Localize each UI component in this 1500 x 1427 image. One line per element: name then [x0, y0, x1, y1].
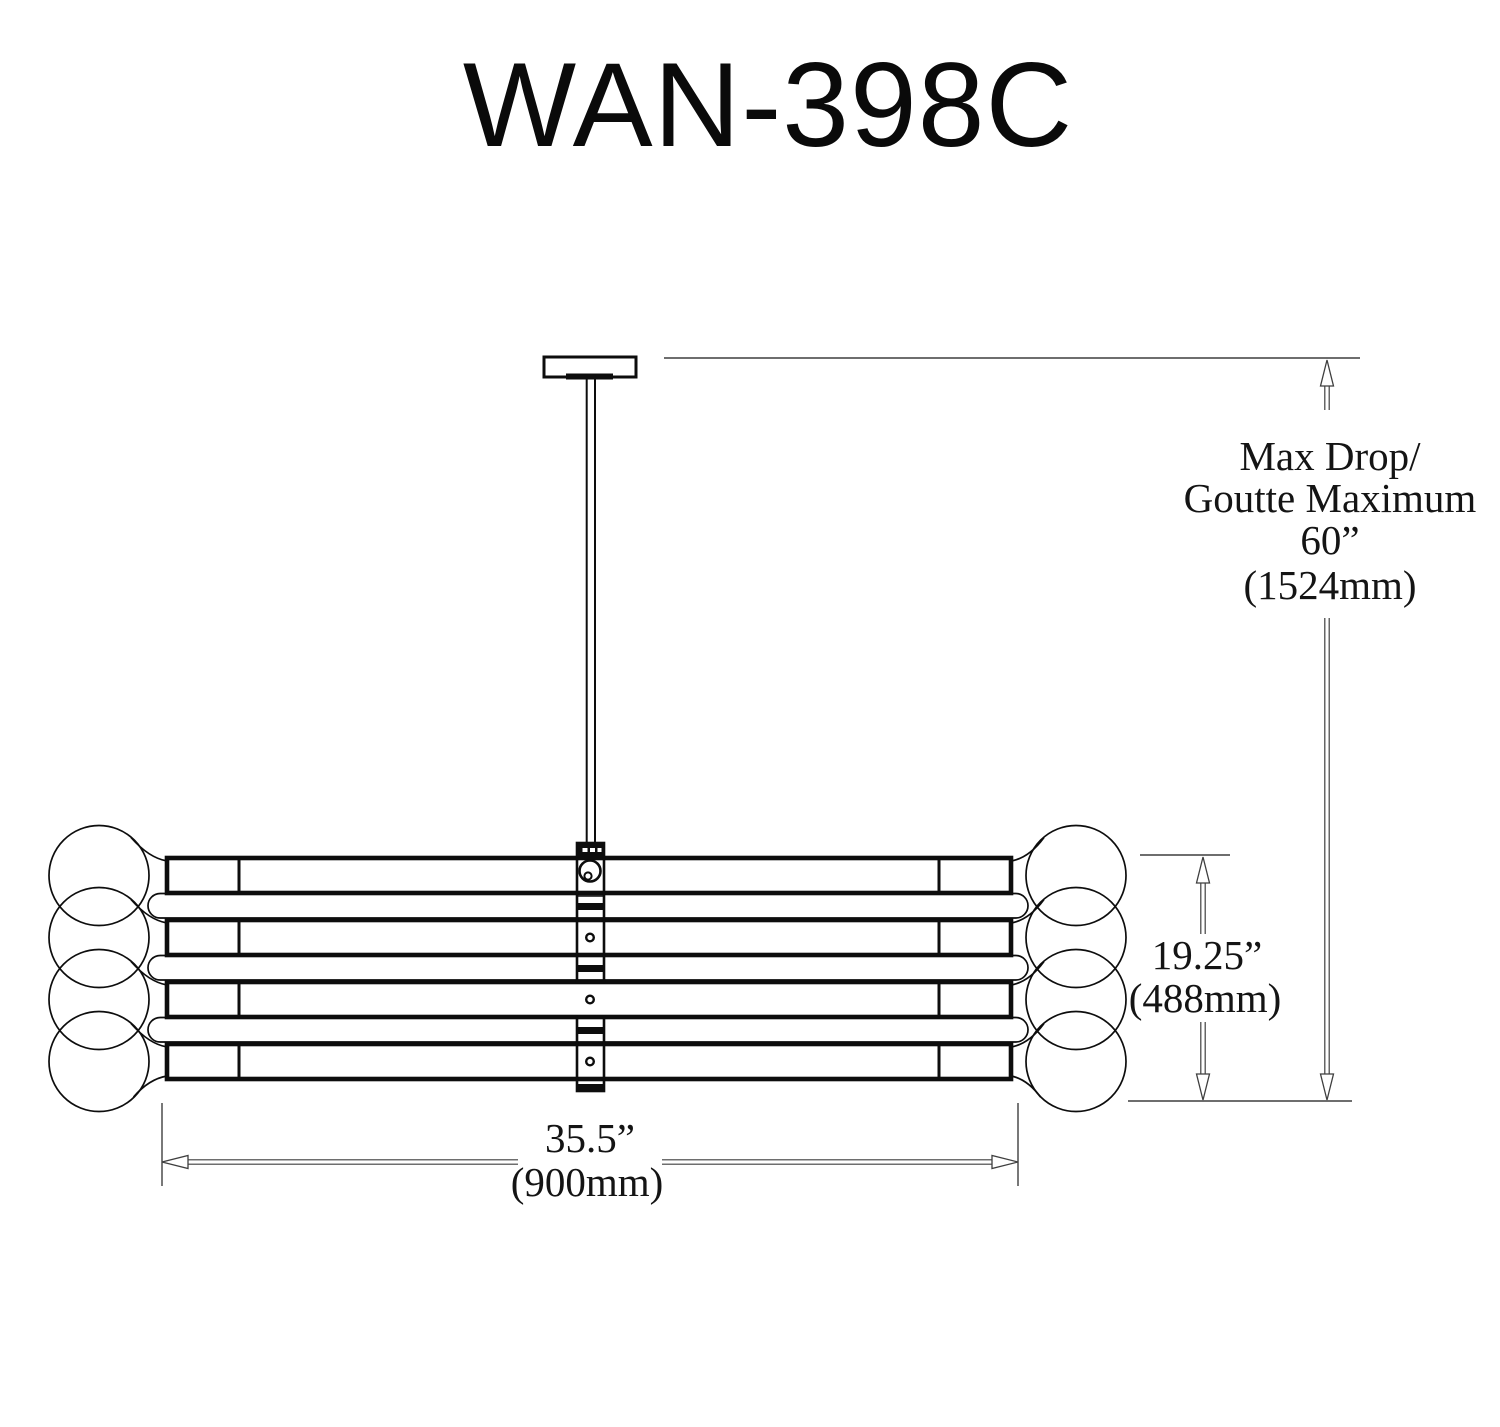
canopy-notch [566, 373, 613, 380]
hub-cap-tick [582, 848, 588, 852]
center-column [575, 841, 606, 1093]
max-drop-label-line4: (1524mm) [1243, 562, 1416, 608]
arrow-down-icon [1319, 1073, 1335, 1101]
glass-globes [48, 824, 1127, 1113]
globe-neck-flares [130, 836, 1045, 1098]
width-dimension: 35.5” (900mm) [161, 1103, 1019, 1205]
globe-left-1 [48, 824, 150, 927]
arrow-right-icon [991, 1154, 1019, 1170]
chandelier-drawing [48, 355, 1127, 1113]
hub-band-1 [577, 903, 604, 910]
width-label-metric: (900mm) [511, 1159, 664, 1205]
height-label-metric: (488mm) [1129, 975, 1282, 1021]
hub-screw-dot [585, 994, 596, 1005]
height-label-inches: 19.25” [1152, 932, 1262, 978]
arm-bar-1 [164, 855, 1014, 896]
arm-bar-3 [164, 979, 1014, 1020]
page-title: WAN-398C [463, 38, 1073, 172]
max-drop-dimension: Max Drop/ Goutte Maximum 60” (1524mm) [1184, 359, 1477, 1101]
hub-knob-setscrew [583, 871, 593, 881]
canopy [542, 355, 638, 380]
hub-cap-tick [597, 848, 602, 852]
globe-right-2 [1025, 886, 1127, 989]
height-dimension: 19.25” (488mm) [1129, 854, 1282, 1101]
globe-right-4 [1025, 1010, 1127, 1113]
arrow-down-icon [1195, 1073, 1211, 1101]
globe-left-2 [48, 886, 150, 989]
globe-right-1 [1025, 824, 1127, 927]
hub-cap-tick [590, 848, 595, 852]
hub-screw-dot [585, 1056, 596, 1067]
arrow-up-icon [1319, 359, 1335, 387]
max-drop-label-line2: Goutte Maximum [1184, 475, 1477, 521]
globe-left-4 [48, 1010, 150, 1113]
hub-band-2 [577, 965, 604, 972]
globe-right-3 [1025, 948, 1127, 1051]
globe-left-3 [48, 948, 150, 1051]
arrow-up-icon [1195, 856, 1211, 884]
max-drop-label-line1: Max Drop/ [1239, 433, 1421, 479]
max-drop-label-line3: 60” [1300, 517, 1359, 563]
arm-bar-4 [164, 1041, 1014, 1082]
hub-screw-dot [585, 932, 596, 943]
hub-knob-circle [578, 859, 602, 883]
arm-bar-2 [164, 917, 1014, 958]
hub-bottom-cap [577, 1084, 604, 1091]
arrow-left-icon [161, 1154, 189, 1170]
hub-band-3 [577, 1027, 604, 1034]
downrod [585, 379, 596, 844]
width-label-inches: 35.5” [545, 1115, 635, 1161]
